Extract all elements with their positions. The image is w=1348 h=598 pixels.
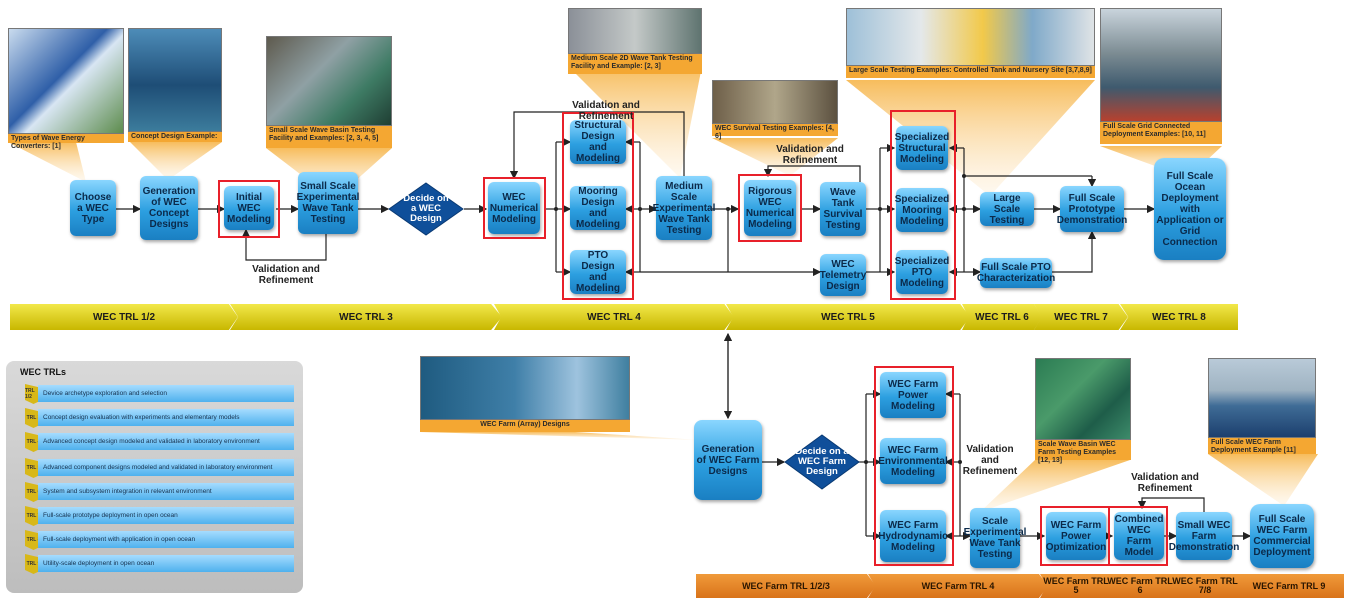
legend-row-4: Advanced component designs modeled and v… xyxy=(38,459,294,476)
wec-types-caption: Types of Wave Energy Converters: [1] xyxy=(8,134,124,150)
full-scale-grid-caption: Full Scale Grid Connected Deployment Exa… xyxy=(1100,122,1222,144)
farm-validation-label-b: Validation and Refinement xyxy=(1131,472,1199,494)
decide-farm-design-label: Decide on a WEC Farm Design xyxy=(795,446,849,477)
small-scale-testing-box[interactable]: Small Scale Experimental Wave Tank Testi… xyxy=(297,172,359,234)
legend-tag-3: TRL 4 xyxy=(25,432,42,452)
trl-band-5: WEC TRL 5 xyxy=(726,304,970,330)
farm-trl-7-8: WEC Farm TRL 7/8 xyxy=(1168,574,1242,598)
trl-band-6: WEC TRL 6 xyxy=(962,304,1042,330)
farm-modeling-highlight xyxy=(874,366,954,566)
trl-band-8: WEC TRL 8 xyxy=(1120,304,1238,330)
specialized-structural-box[interactable]: Specialized Structural Modeling xyxy=(895,126,949,170)
initial-modeling-highlight xyxy=(218,180,280,238)
farm-hydrodynamic-box[interactable]: WEC Farm Hydrodynamic Modeling xyxy=(878,510,948,562)
legend-row-2: Concept design evaluation with experimen… xyxy=(38,409,294,426)
medium-2d-tank-image xyxy=(568,8,702,54)
full-scale-ocean-box[interactable]: Full Scale Ocean Deployment with Applica… xyxy=(1154,158,1226,260)
validation-label-2: Validation and Refinement xyxy=(572,100,640,122)
farm-commercial-caption: Full Scale WEC Farm Deployment Example [… xyxy=(1208,438,1316,454)
farm-basin-caption: Scale Wave Basin WEC Farm Testing Exampl… xyxy=(1035,440,1131,464)
trl-band-3: WEC TRL 3 xyxy=(230,304,502,330)
trl-band-4: WEC TRL 4 xyxy=(494,304,734,330)
legend-tag-1: TRL 1/2 xyxy=(25,384,42,404)
legend-row-1: Device archetype exploration and selecti… xyxy=(38,385,294,402)
farm-trl-9: WEC Farm TRL 9 xyxy=(1234,574,1344,598)
farm-trl-6: WEC Farm TRL 6 xyxy=(1104,574,1176,598)
legend-tag-7: TRL 8 xyxy=(25,530,42,550)
validation-label-1: Validation and Refinement xyxy=(252,264,320,286)
farm-trl-1-3: WEC Farm TRL 1/2/3 xyxy=(696,574,876,598)
farm-trl-5: WEC Farm TRL 5 xyxy=(1040,574,1112,598)
initial-wec-modeling-box[interactable]: Initial WEC Modeling xyxy=(224,186,274,230)
pto-design-box[interactable]: PTO Design and Modeling xyxy=(570,250,626,294)
legend-tag-8: TRL 9 xyxy=(25,554,42,574)
farm-commercial-image xyxy=(1208,358,1316,438)
trl-band-1-2: WEC TRL 1/2 xyxy=(10,304,238,330)
concept-design-image xyxy=(128,28,222,132)
specialized-mooring-box[interactable]: Specialized Mooring Modeling xyxy=(895,188,949,232)
large-scale-image xyxy=(846,8,1095,66)
farm-array-image xyxy=(420,356,630,420)
wec-numerical-modeling-box[interactable]: WEC Numerical Modeling xyxy=(488,182,540,234)
numerical-modeling-highlight xyxy=(483,177,546,239)
combined-model-highlight xyxy=(1108,506,1168,566)
specialized-modeling-highlight xyxy=(890,110,956,300)
component-design-highlight xyxy=(562,112,634,300)
large-scale-testing-box[interactable]: Large Scale Testing xyxy=(980,192,1034,226)
farm-power-optimization-box[interactable]: WEC Farm Power Optimization xyxy=(1046,512,1106,560)
legend-tag-5: TRL 6 xyxy=(25,482,42,502)
concept-designs-box[interactable]: Generation of WEC Concept Designs xyxy=(140,176,198,240)
small-farm-demo-box[interactable]: Small WEC Farm Demonstration xyxy=(1169,512,1239,560)
farm-array-caption: WEC Farm (Array) Designs xyxy=(420,420,630,432)
legend-tag-2: TRL 3 xyxy=(25,408,42,428)
medium-2d-tank-caption: Medium Scale 2D Wave Tank Testing Facili… xyxy=(568,54,702,74)
legend-row-3: Advanced concept design modeled and vali… xyxy=(38,433,294,450)
farm-environmental-box[interactable]: WEC Farm Environmental Modeling xyxy=(878,438,948,484)
small-basin-image xyxy=(266,36,392,126)
legend-title: WEC TRLs xyxy=(20,367,66,377)
legend-tag-6: TRL 7 xyxy=(25,506,42,526)
survival-testing-caption: WEC Survival Testing Examples: [4, 6] xyxy=(712,124,838,140)
decide-farm-design-diamond[interactable]: Decide on a WEC Farm Design xyxy=(784,434,860,490)
farm-scale-testing-box[interactable]: Scale Experimental Wave Tank Testing xyxy=(964,508,1026,568)
farm-generation-box[interactable]: Generation of WEC Farm Designs xyxy=(694,420,762,500)
medium-scale-testing-box[interactable]: Medium Scale Experimental Wave Tank Test… xyxy=(653,176,715,240)
legend-row-5: System and subsystem integration in rele… xyxy=(38,483,294,500)
farm-basin-image xyxy=(1035,358,1131,440)
farm-optimization-highlight xyxy=(1040,506,1110,566)
structural-design-box[interactable]: Structural Design and Modeling xyxy=(570,120,626,164)
legend-row-7: Full-scale deployment with application i… xyxy=(38,531,294,548)
decide-wec-design-label: Decide on a WEC Design xyxy=(403,193,449,224)
legend-row-8: Utility-scale deployment in open ocean xyxy=(38,555,294,572)
decide-wec-design-diamond[interactable]: Decide on a WEC Design xyxy=(388,182,464,236)
farm-power-modeling-box[interactable]: WEC Farm Power Modeling xyxy=(880,372,946,418)
full-scale-pto-box[interactable]: Full Scale PTO Characterization xyxy=(977,258,1055,288)
survival-testing-image xyxy=(712,80,838,124)
legend-row-6: Full-scale prototype deployment in open … xyxy=(38,507,294,524)
rigorous-modeling-highlight xyxy=(738,174,802,242)
wec-types-image xyxy=(8,28,124,134)
concept-design-caption: Concept Design Example: xyxy=(128,132,222,142)
legend-tag-4: TRL 5 xyxy=(25,458,42,478)
specialized-pto-box[interactable]: Specialized PTO Modeling xyxy=(895,250,949,294)
telemetry-design-box[interactable]: WEC Telemetry Design xyxy=(820,254,866,296)
farm-validation-label-a: Validation and Refinement xyxy=(962,444,1018,477)
choose-wec-type-box[interactable]: Choose a WEC Type xyxy=(70,180,116,236)
mooring-design-box[interactable]: Mooring Design and Modeling xyxy=(570,186,626,230)
validation-label-3: Validation and Refinement xyxy=(776,144,844,166)
full-scale-grid-image xyxy=(1100,8,1222,122)
trl-band-7: WEC TRL 7 xyxy=(1034,304,1128,330)
combined-farm-model-box[interactable]: Combined WEC Farm Model xyxy=(1114,512,1164,560)
farm-commercial-box[interactable]: Full Scale WEC Farm Commercial Deploymen… xyxy=(1250,504,1314,568)
small-basin-caption: Small Scale Wave Basin Testing Facility … xyxy=(266,126,392,148)
rigorous-modeling-box[interactable]: Rigorous WEC Numerical Modeling xyxy=(744,180,796,236)
large-scale-caption: Large Scale Testing Examples: Controlled… xyxy=(846,66,1095,78)
survival-testing-box[interactable]: Wave Tank Survival Testing xyxy=(820,182,866,236)
full-scale-prototype-box[interactable]: Full Scale Prototype Demonstration xyxy=(1057,186,1127,232)
farm-trl-4: WEC Farm TRL 4 xyxy=(868,574,1048,598)
